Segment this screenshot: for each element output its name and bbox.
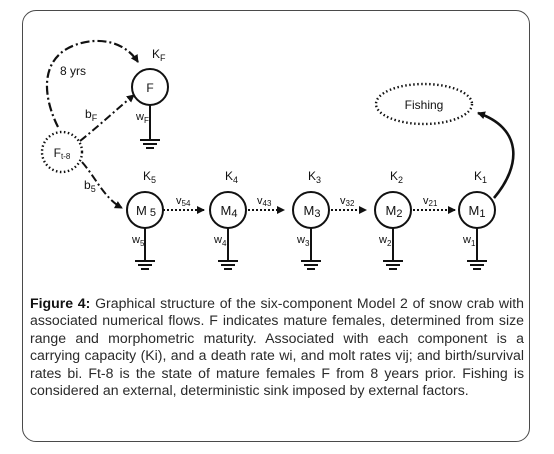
b5-label: b5 — [84, 178, 96, 194]
v21-label: v21 — [423, 195, 438, 208]
figure-frame — [22, 10, 530, 442]
capacity-F-label: KF — [152, 47, 166, 63]
node-M4 — [209, 191, 247, 229]
death-sink-M5 — [135, 228, 155, 270]
death-M4-label: w4 — [213, 234, 227, 248]
node-Fishing-label: Fishing — [405, 98, 444, 112]
node-M2-label: M2 — [386, 203, 403, 220]
death-sink-M3 — [301, 228, 321, 270]
node-M1-label: M1 — [469, 203, 486, 220]
capacity-M1-label: K1 — [474, 169, 487, 185]
lag-label: 8 yrs — [60, 64, 86, 78]
death-M1-label: w1 — [462, 234, 476, 248]
node-M3-label: M3 — [304, 203, 321, 220]
death-M2-label: w2 — [378, 234, 392, 248]
node-F — [131, 68, 169, 106]
fishing-arrow — [477, 111, 515, 199]
caption-text: Graphical structure of the six-component… — [30, 295, 524, 399]
node-Fishing — [374, 82, 474, 126]
death-F-label: wF — [135, 111, 149, 125]
lag-arrow — [45, 39, 139, 128]
node-F-label: F — [146, 81, 153, 95]
bF-arrow — [79, 94, 135, 142]
node-Ft8 — [40, 130, 84, 174]
node-M5 — [126, 191, 164, 229]
v43-label: v43 — [257, 195, 272, 208]
death-sink-M4 — [218, 228, 238, 270]
capacity-M4-label: K4 — [225, 169, 238, 185]
v32-label: v32 — [340, 195, 355, 208]
node-M3 — [292, 191, 330, 229]
node-M2 — [374, 191, 412, 229]
death-sink-F — [140, 105, 160, 149]
death-sink-M1 — [467, 228, 487, 270]
bF-label: bF — [85, 107, 98, 123]
node-Ft8-label: Ft-8 — [54, 146, 71, 161]
b5-arrow — [81, 161, 123, 209]
v54-label: v54 — [176, 195, 191, 208]
death-M5-label: w5 — [131, 234, 145, 248]
death-sink-M2 — [383, 228, 403, 270]
capacity-M2-label: K2 — [390, 169, 403, 185]
caption-label: Figure 4: — [30, 295, 91, 311]
node-M1 — [458, 191, 496, 229]
node-M4-label: M4 — [221, 203, 238, 220]
capacity-M3-label: K3 — [308, 169, 321, 185]
figure-caption: Figure 4: Graphical structure of the six… — [30, 295, 524, 399]
death-M3-label: w3 — [296, 234, 310, 248]
capacity-M5-label: K5 — [143, 169, 156, 185]
